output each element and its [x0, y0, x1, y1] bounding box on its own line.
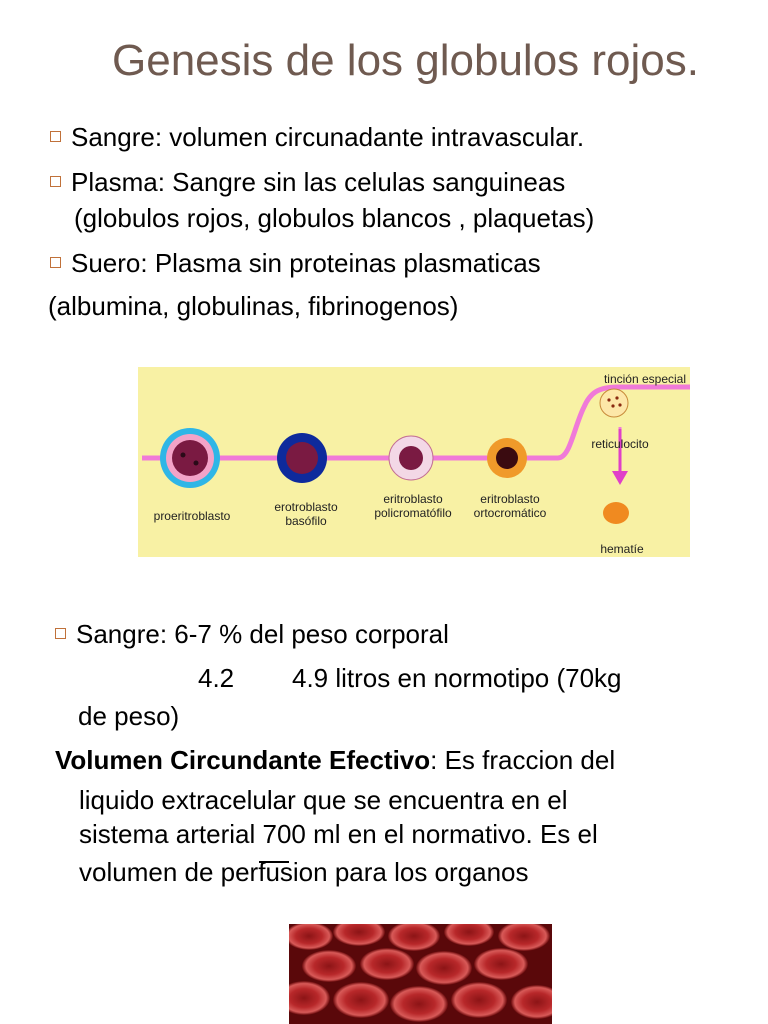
- hematie-cell: [603, 502, 629, 524]
- bullet-text: Suero: Plasma sin proteinas plasmaticas: [71, 248, 541, 278]
- bullet-text: Plasma: Sangre sin las celulas sanguinea…: [71, 167, 566, 197]
- square-bullet-icon: [55, 627, 66, 639]
- diagram-graphic: [142, 384, 690, 524]
- tincion-label: tinción especial: [603, 372, 687, 386]
- square-bullet-icon: [50, 175, 61, 187]
- reticulocito-label: reticulocito: [591, 437, 649, 451]
- volume-text: 4.9 litros en normotipo (70kg: [292, 663, 622, 693]
- bullet-text: Sangre: volumen circunadante intravascul…: [71, 122, 585, 152]
- volume-text-cont: de peso): [78, 701, 180, 731]
- square-bullet-icon: [50, 256, 61, 268]
- blood-cells-icon: [289, 924, 552, 1024]
- bullet-plasma-cont: (globulos rojos, globulos blancos , plaq…: [74, 203, 595, 233]
- vce-line2: liquido extracelular que se encuentra en…: [79, 785, 568, 815]
- vce-term: Volumen Circundante Efectivo: [55, 745, 431, 775]
- bullet-sangre: Sangre: volumen circunadante intravascul…: [50, 121, 584, 153]
- square-bullet-icon: [50, 130, 61, 142]
- bullet-plasma: Plasma: Sangre sin las celulas sanguinea…: [50, 166, 565, 198]
- arrow-head-icon: [612, 471, 628, 485]
- vce-line4: volumen de perfusion para los organos: [79, 857, 529, 887]
- reticulocito-cell: [599, 388, 629, 418]
- bullet-sangre-peso: Sangre: 6-7 % del peso corporal: [55, 618, 449, 650]
- cell-label: proeritroblasto: [153, 509, 231, 523]
- erythropoiesis-diagram: tinción especial reticulocito proeritrob…: [138, 367, 690, 557]
- suero-continuation: (albumina, globulinas, fibrinogenos): [48, 291, 459, 321]
- maturation-path: [142, 384, 690, 461]
- vce-line3: sistema arterial 700 ml en el normativo.…: [79, 819, 598, 849]
- page-title: Genesis de los globulos rojos.: [112, 36, 699, 85]
- overline-mark: [259, 861, 289, 863]
- bullet-suero: Suero: Plasma sin proteinas plasmaticas: [50, 247, 541, 279]
- bullet-text: Sangre: 6-7 % del peso corporal: [76, 619, 449, 649]
- vce-line1: Volumen Circundante Efectivo: Es fraccio…: [55, 744, 615, 776]
- red-blood-cells-photo: [289, 924, 552, 1024]
- volume-min: 4.2: [198, 663, 235, 693]
- vce-rest: : Es fraccion del: [430, 745, 616, 775]
- hematie-label: hematíe: [600, 542, 644, 556]
